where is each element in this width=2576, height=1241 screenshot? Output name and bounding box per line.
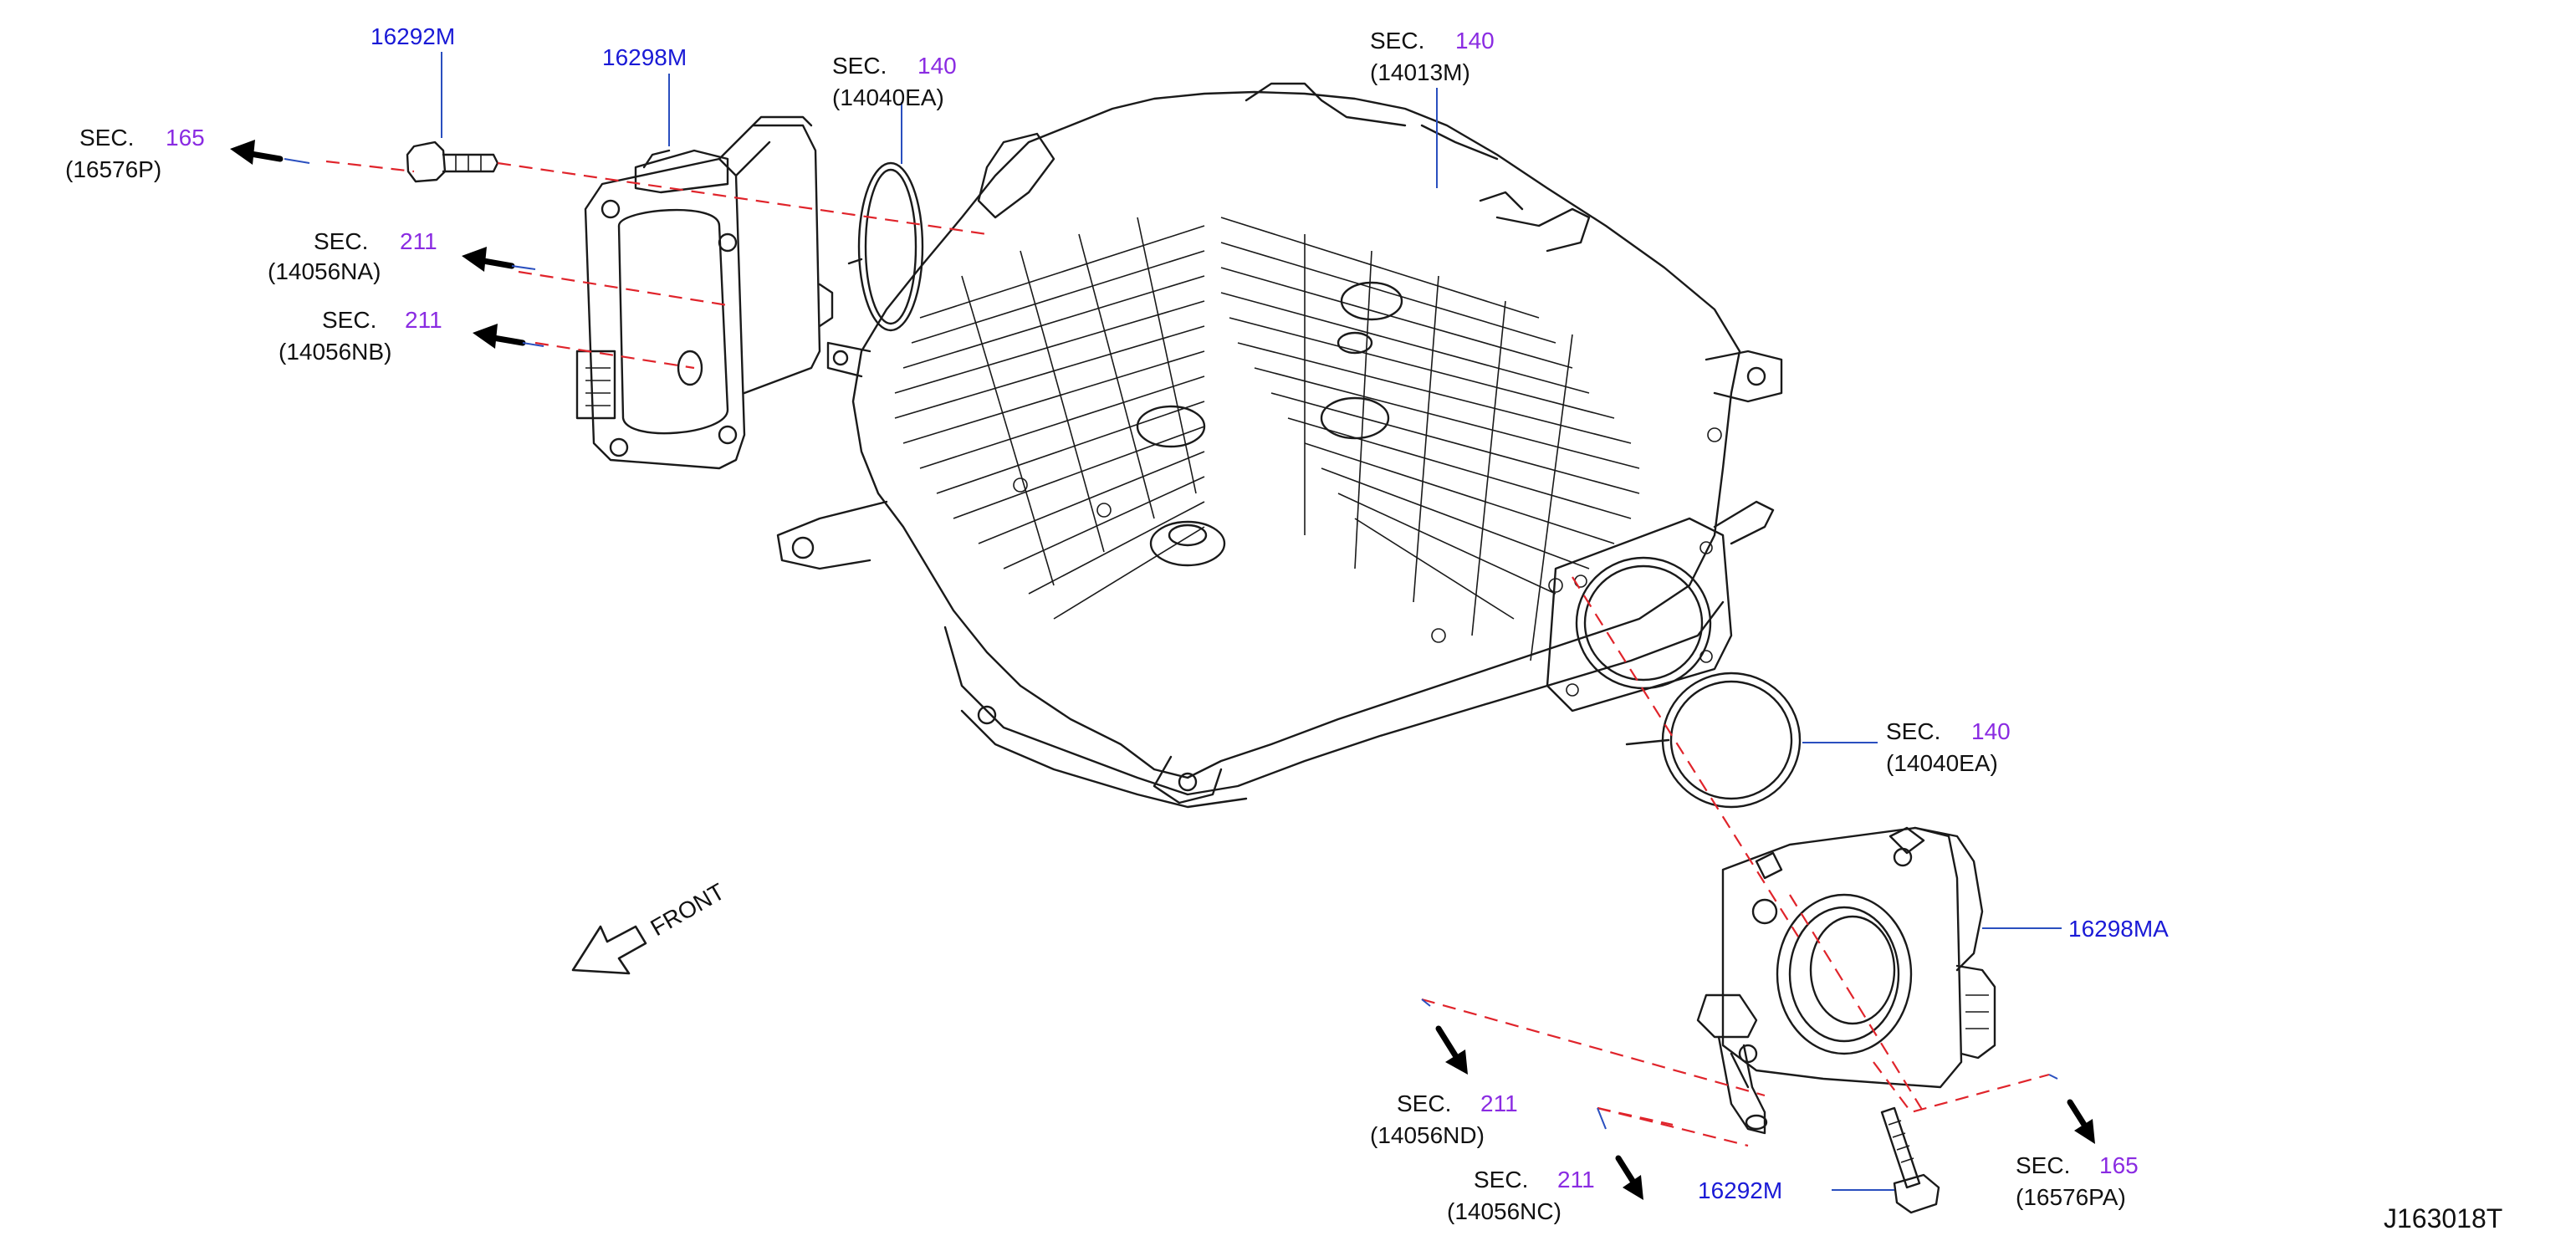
part-number-16292m-bottom: 16292M bbox=[1698, 1177, 1782, 1203]
sec-211-nd-code: (14056ND) bbox=[1370, 1122, 1485, 1148]
arrow-sec-211-nc bbox=[1615, 1155, 1643, 1200]
sec-140-ea-mid-prefix: SEC. bbox=[1886, 718, 1940, 744]
arrow-sec-211-nd bbox=[1435, 1025, 1468, 1075]
throttle-body-left bbox=[575, 115, 834, 470]
sec-140-m-code: (14013M) bbox=[1370, 59, 1470, 85]
gasket-top bbox=[847, 161, 924, 332]
throttle-body-right bbox=[1696, 826, 1996, 1135]
arrow-sec-211-nb bbox=[473, 324, 544, 349]
arrow-sec-165-left bbox=[230, 140, 310, 165]
sec-211-nc-number: 211 bbox=[1557, 1167, 1595, 1192]
sec-140-ea-top-code: (14040EA) bbox=[832, 84, 944, 110]
sec-211-nb-code: (14056NB) bbox=[279, 339, 391, 365]
leader-lines bbox=[441, 52, 2062, 1191]
callout-labels: 16292M 16298M SEC. 165 (16576P) SEC. 211… bbox=[65, 23, 2502, 1233]
gasket-mid bbox=[1625, 672, 1802, 809]
part-number-16292m-top: 16292M bbox=[371, 23, 455, 49]
intake-manifold bbox=[776, 82, 1783, 809]
bolt-bottom bbox=[1880, 1106, 1940, 1214]
sec-140-m-number: 140 bbox=[1455, 28, 1495, 54]
sec-140-m-prefix: SEC. bbox=[1370, 28, 1424, 54]
sec-165-br-code: (16576PA) bbox=[2016, 1184, 2126, 1210]
sec-165-tl-prefix: SEC. bbox=[79, 125, 134, 151]
sec-211-nd-prefix: SEC. bbox=[1397, 1090, 1451, 1116]
front-label: FRONT bbox=[647, 878, 729, 941]
arrow-sec-165-right bbox=[2067, 1099, 2095, 1144]
front-indicator: FRONT bbox=[571, 878, 729, 975]
sec-211-nd-number: 211 bbox=[1480, 1090, 1518, 1116]
sec-211-nc-prefix: SEC. bbox=[1474, 1167, 1528, 1192]
sec-165-br-prefix: SEC. bbox=[2016, 1152, 2070, 1178]
bolt-top bbox=[406, 140, 499, 183]
sec-140-ea-mid-number: 140 bbox=[1971, 718, 2011, 744]
drawing-id: J163018T bbox=[2384, 1203, 2502, 1233]
sec-211-nc-code: (14056NC) bbox=[1447, 1198, 1561, 1224]
sec-211-na-code: (14056NA) bbox=[268, 258, 381, 284]
sec-211-na-prefix: SEC. bbox=[314, 228, 368, 254]
sec-140-ea-top-prefix: SEC. bbox=[832, 53, 887, 79]
sec-211-nb-prefix: SEC. bbox=[322, 307, 376, 333]
part-number-16298m: 16298M bbox=[602, 44, 687, 70]
sec-211-nb-number: 211 bbox=[405, 307, 442, 333]
sec-211-na-number: 211 bbox=[400, 228, 437, 254]
sec-165-br-number: 165 bbox=[2099, 1152, 2139, 1178]
sec-165-tl-code: (16576P) bbox=[65, 156, 161, 182]
sec-140-ea-mid-code: (14040EA) bbox=[1886, 750, 1998, 776]
arrow-sec-211-na bbox=[462, 247, 536, 272]
sec-165-tl-number: 165 bbox=[166, 125, 205, 151]
part-number-16298ma: 16298MA bbox=[2068, 916, 2169, 942]
assembly-lines bbox=[325, 160, 2050, 1147]
sec-140-ea-top-number: 140 bbox=[917, 53, 957, 79]
direction-arrows bbox=[230, 140, 2095, 1200]
